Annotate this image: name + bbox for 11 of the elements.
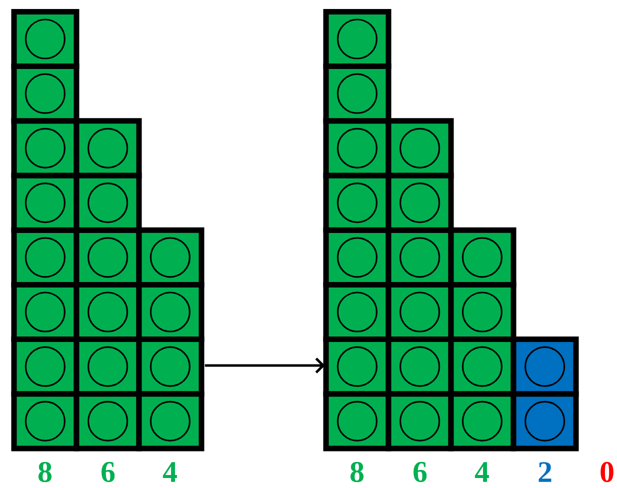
block-tower-drawing <box>323 8 579 452</box>
count-label: 4 <box>162 462 177 482</box>
count-label: 6 <box>414 462 427 482</box>
count-label: 4 <box>474 462 489 482</box>
count-label: 0 <box>600 462 614 482</box>
arrow <box>204 358 325 374</box>
count-label: 8 <box>350 462 364 482</box>
count-label: 6 <box>102 462 115 482</box>
block-tower-drawing <box>11 8 204 452</box>
count-label: 2 <box>538 462 552 482</box>
count-label: 8 <box>38 462 52 482</box>
